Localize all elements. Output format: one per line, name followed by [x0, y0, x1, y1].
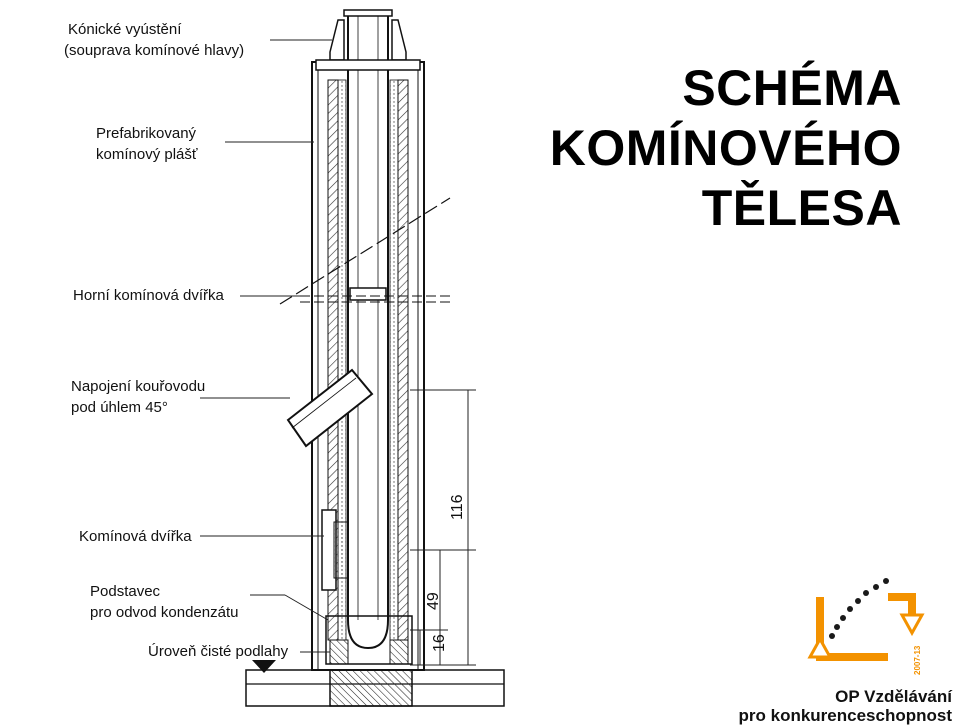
- label-flue-connection: Napojení kouřovodu: [71, 378, 205, 395]
- title-line-2: KOMÍNOVÉHO: [549, 120, 902, 176]
- dimension-49: 49: [425, 592, 442, 610]
- label-conical-outlet-sub: (souprava komínové hlavy): [64, 42, 244, 59]
- condensate-base: [325, 615, 413, 665]
- leader-lines: [200, 39, 332, 653]
- label-flue-connection-sub: pod úhlem 45°: [71, 399, 168, 416]
- dimension-lines: [410, 389, 476, 666]
- label-door: Komínová dvířka: [79, 528, 192, 545]
- flue-connection-45: [286, 368, 374, 448]
- label-base-sub: pro odvod kondenzátu: [90, 604, 238, 621]
- logo-years: 2007-13: [913, 645, 922, 675]
- floor-level-triangle-icon: [252, 660, 276, 673]
- flue-pipe: [343, 9, 393, 650]
- label-conical-outlet: Kónické vyústění: [68, 21, 182, 38]
- chimney-doors: [300, 287, 450, 591]
- label-floor-level: Úroveň čisté podlahy: [148, 643, 289, 660]
- op-logo-mark-icon: 2007-13: [807, 578, 925, 675]
- label-jacket: Prefabrikovaný: [96, 125, 197, 142]
- page-title: SCHÉMA KOMÍNOVÉHO TĚLESA: [550, 58, 902, 238]
- dimension-16: 16: [431, 634, 448, 652]
- op-education-logo: 2007-13 OP Vzdělávání pro konkurencescho…: [739, 575, 960, 725]
- title-line-1: SCHÉMA: [682, 60, 902, 116]
- label-jacket-sub: komínový plášť: [96, 146, 198, 163]
- cut-line: [279, 197, 451, 305]
- label-base: Podstavec: [90, 583, 161, 600]
- logo-line-1: OP Vzdělávání: [835, 687, 952, 706]
- logo-line-2: pro konkurenceschopnost: [738, 706, 952, 725]
- title-line-3: TĚLESA: [701, 180, 902, 236]
- dimension-116: 116: [449, 494, 466, 520]
- label-upper-door: Horní komínová dvířka: [73, 287, 225, 304]
- chimney-head: [315, 19, 421, 71]
